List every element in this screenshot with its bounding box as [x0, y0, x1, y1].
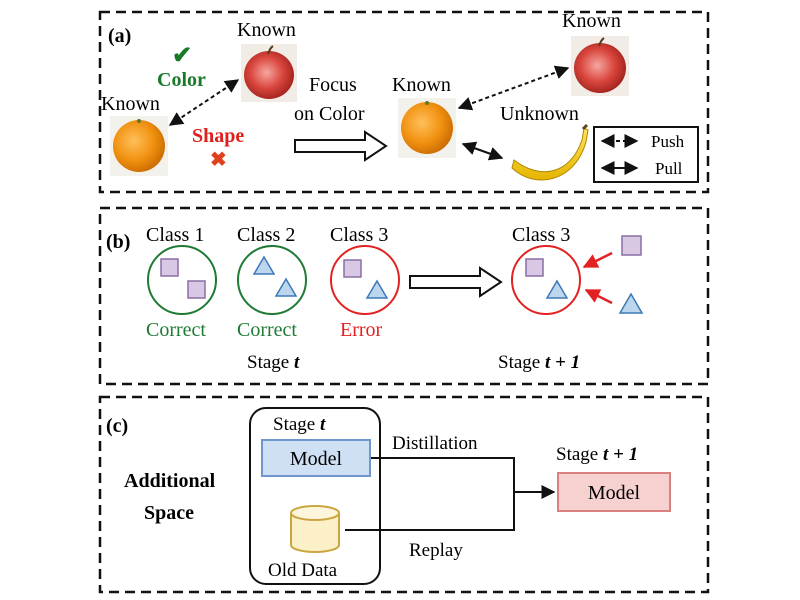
replay-label: Replay — [409, 540, 463, 561]
class3-next-circle — [511, 245, 581, 315]
banana-image — [511, 123, 589, 181]
class1-label: Class 1 — [146, 224, 204, 246]
legend-pull-label: Pull — [655, 159, 683, 178]
stage-t-container — [249, 407, 381, 585]
apple-image — [571, 36, 629, 96]
triangle-sample — [545, 279, 569, 299]
additional-line2: Space — [144, 502, 194, 524]
model-right-label: Model — [588, 482, 641, 504]
focus-line1: Focus — [309, 74, 357, 96]
panel-a-label: (a) — [108, 25, 131, 47]
stage-t1-title: Stage t + 1 — [556, 444, 638, 465]
square-sample — [343, 259, 362, 278]
square-sample — [160, 258, 179, 277]
database-icon — [290, 505, 340, 553]
check-icon: ✔ — [172, 42, 192, 69]
panel-b-border — [98, 206, 710, 386]
panel-c-label: (c) — [106, 415, 128, 437]
panel-c-border — [98, 395, 710, 594]
known-label-apple-right: Known — [562, 10, 621, 32]
panel-b: (b) Class 1 Class 2 Class 3 Class 3 Corr… — [98, 206, 710, 386]
correct-label-1: Correct — [146, 319, 206, 341]
known-label-orange-left: Known — [101, 93, 160, 115]
apple-image — [241, 44, 297, 102]
square-sample — [187, 280, 206, 299]
triangle-sample — [365, 279, 389, 299]
model-left-label: Model — [290, 448, 343, 470]
class2-label: Class 2 — [237, 224, 295, 246]
old-data-label: Old Data — [268, 560, 338, 581]
connector-line — [345, 457, 515, 531]
class3-next-label: Class 3 — [512, 224, 570, 246]
panel-a-border — [98, 10, 710, 194]
push-arrow — [457, 65, 570, 111]
orange-image — [110, 116, 168, 176]
additional-line1: Additional — [124, 470, 216, 492]
panel-a: (a) Known ✔ Color Known Shape ✖ Focus on… — [98, 10, 710, 194]
orange-image — [398, 98, 456, 158]
legend: Push Pull — [593, 126, 699, 183]
color-label: Color — [157, 69, 206, 91]
red-pull-arrow — [582, 251, 613, 269]
red-pull-arrow — [584, 288, 613, 305]
correct-label-2: Correct — [237, 319, 297, 341]
stage-t-title: Stage t — [273, 414, 326, 435]
known-label-orange-center: Known — [392, 74, 451, 96]
square-sample — [621, 235, 642, 256]
triangle-sample — [252, 255, 276, 275]
known-label-apple-left: Known — [237, 19, 296, 41]
error-label: Error — [340, 319, 383, 341]
cross-icon: ✖ — [210, 149, 227, 171]
panel-b-label: (b) — [106, 231, 130, 253]
shape-label: Shape — [192, 125, 244, 147]
hollow-arrow — [409, 266, 503, 298]
model-box-left — [261, 439, 371, 477]
class3-label: Class 3 — [330, 224, 388, 246]
model-box-right — [557, 472, 671, 512]
stage-t-label: Stage t — [247, 352, 300, 373]
triangle-sample — [274, 277, 298, 297]
stage-t1-label: Stage t + 1 — [498, 352, 580, 373]
pull-arrow — [461, 141, 504, 161]
class3-circle — [330, 245, 400, 315]
class1-circle — [147, 245, 217, 315]
square-sample — [525, 258, 544, 277]
distillation-label: Distillation — [392, 433, 478, 454]
triangle-sample — [618, 292, 644, 314]
focus-line2: on Color — [294, 103, 365, 125]
unknown-label: Unknown — [500, 103, 579, 125]
class2-circle — [237, 245, 307, 315]
hollow-arrow — [294, 130, 388, 162]
panel-c: (c) Additional Space Stage t Model Old D… — [98, 395, 710, 594]
legend-push-label: Push — [651, 132, 685, 151]
